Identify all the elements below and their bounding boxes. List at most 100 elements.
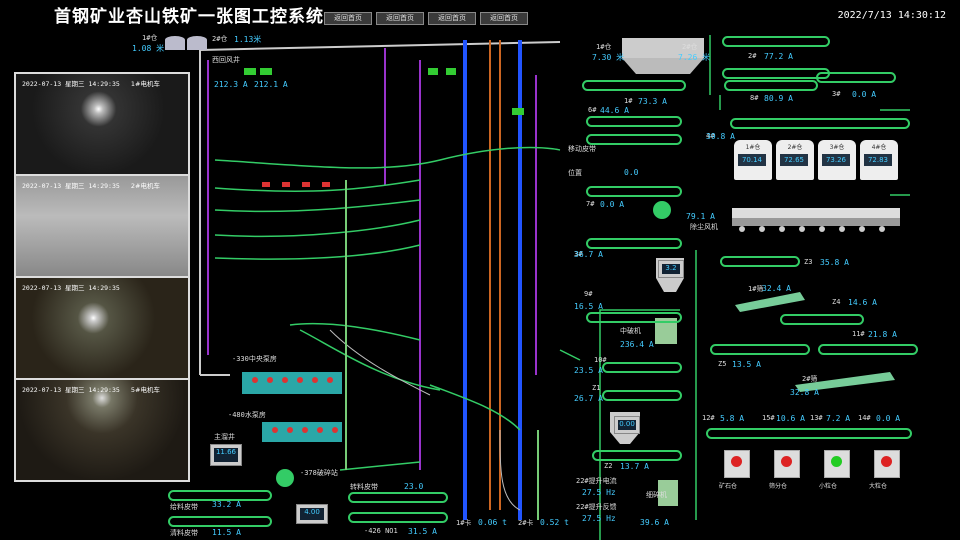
belt-z5[interactable]: [710, 344, 810, 355]
west-fan-label: 西回风井: [212, 56, 240, 64]
storage-silo-3-name: 3#仓: [829, 144, 845, 151]
feeder-belt-2-label: 清料皮带: [170, 529, 198, 537]
level-330-label: -330中央泵房: [232, 355, 277, 363]
feeder-belt-2-current: 11.5 A: [212, 528, 241, 537]
belt-2b[interactable]: [722, 68, 830, 79]
page-title: 首钢矿业杏山铁矿一张图工控系统: [54, 7, 324, 27]
silo-1-label: 1#仓: [596, 43, 612, 51]
product-bin-1-name: 矿石仓: [719, 483, 738, 490]
feeder-belt-1[interactable]: [168, 490, 272, 501]
hoist-1-label: 1#卡: [456, 519, 472, 527]
position-label: 位置: [568, 169, 582, 177]
product-bin-2[interactable]: 筛分仓: [769, 450, 800, 490]
belt-11[interactable]: [818, 344, 918, 355]
product-bin-1[interactable]: 矿石仓: [719, 450, 750, 490]
belt-3[interactable]: [816, 72, 896, 83]
belt-8[interactable]: [724, 80, 818, 91]
move-belt-label: 移动皮带: [568, 145, 596, 153]
dust-fan-label: 除尘风机: [690, 223, 718, 231]
hoist-feedback-label: 22#提升反馈: [576, 503, 617, 511]
belt-6b[interactable]: [586, 134, 682, 145]
fan-current-1: 212.3 A: [214, 80, 248, 89]
storage-silo-2-name: 2#仓: [787, 144, 803, 151]
belt-8-current: 80.9 A: [764, 94, 793, 103]
belt-2-label: 2#: [748, 52, 757, 60]
belt-z1[interactable]: [602, 390, 682, 401]
datetime-display: 2022/7/13 14:30:12: [837, 10, 946, 21]
belt-3-label: 3#: [832, 90, 841, 98]
belt-7[interactable]: [586, 186, 682, 197]
camera-name: 5#电机车: [130, 386, 160, 394]
belt-8-label: 8#: [750, 94, 759, 102]
belt-2-top[interactable]: [722, 36, 830, 47]
hopper-display: 3.2: [658, 260, 684, 278]
bin-status-dot: [731, 456, 742, 467]
storage-silo-3[interactable]: 3#仓 73.26: [818, 140, 856, 180]
belt-4-current: 39.8 A: [706, 132, 735, 141]
main-pass-label: 主溜井: [214, 433, 235, 441]
crusher-station-label: -378破碎站: [300, 469, 338, 477]
camera-feed-4[interactable]: 2022-07-13 星期三 14:29:35 5#电机车: [14, 378, 190, 482]
camera-name: 2#电机车: [130, 182, 160, 190]
belt-4-label: 4#: [706, 132, 715, 140]
camera-feed-3[interactable]: 2022-07-13 星期三 14:29:35: [14, 276, 190, 380]
belt-10-label: 10#: [594, 356, 607, 364]
belt-1-label: 1#: [624, 97, 633, 105]
hoist-feedback-value: 27.5 Hz: [582, 514, 616, 523]
belt-1[interactable]: [582, 80, 686, 91]
product-bin-3[interactable]: 小粒仓: [819, 450, 850, 490]
belt-6[interactable]: [586, 116, 682, 127]
level-426-belt[interactable]: [348, 512, 448, 523]
nav-home-button-1[interactable]: 返回首页: [324, 12, 372, 25]
level-426-label: -426 NO1: [364, 527, 398, 535]
belt-3b-current: 36.7 A: [574, 250, 603, 259]
belt-z5-current: 13.5 A: [732, 360, 761, 369]
belt-11-label: 11#: [852, 330, 865, 338]
camera-feed-1[interactable]: 2022-07-13 星期三 14:29:35 1#电机车: [14, 72, 190, 176]
product-bin-4[interactable]: 大粒仓: [869, 450, 900, 490]
belt-7-label: 7#: [586, 200, 595, 208]
feeder-belt-2[interactable]: [168, 516, 272, 527]
transfer-belt-current: 23.0: [404, 482, 424, 491]
belt-z3-current: 35.8 A: [820, 258, 849, 267]
storage-silo-4[interactable]: 4#仓 72.83: [860, 140, 898, 180]
storage-silo-3-value: 73.26: [822, 154, 850, 166]
product-bin-4-name: 大粒仓: [869, 483, 888, 490]
belt-z3-label: Z3: [804, 258, 813, 266]
main-pass-display: 11.66: [210, 444, 242, 466]
camera-feed-2[interactable]: 2022-07-13 星期三 14:29:35 2#电机车: [14, 174, 190, 278]
storage-silo-2-value: 72.65: [780, 154, 808, 166]
nav-home-button-2[interactable]: 返回首页: [376, 12, 424, 25]
transfer-belt[interactable]: [348, 492, 448, 503]
belt-z4[interactable]: [780, 314, 864, 325]
storage-silo-1-name: 1#仓: [745, 144, 761, 151]
belt-10-current: 23.5 A: [574, 366, 603, 375]
storage-silo-2[interactable]: 2#仓 72.65: [776, 140, 814, 180]
camera-timestamp: 2022-07-13 星期三 14:29:35: [22, 284, 120, 292]
belt-13-current: 7.2 A: [826, 414, 851, 423]
belt-7-current: 0.0 A: [600, 200, 625, 209]
belt-10[interactable]: [602, 362, 682, 373]
belt-distribution[interactable]: [706, 428, 912, 439]
silo2-label: 2#仓: [212, 35, 228, 43]
feeder-belt-1-current: 33.2 A: [212, 500, 241, 509]
belt-3b-label: 3#: [574, 250, 583, 258]
nav-home-button-4[interactable]: 返回首页: [480, 12, 528, 25]
fine-crusher-current: 39.6 A: [640, 518, 669, 527]
belt-z3[interactable]: [720, 256, 800, 267]
belt-9[interactable]: [586, 312, 682, 323]
silo2-level: 1.13米: [234, 35, 262, 44]
belt-4[interactable]: [730, 118, 910, 129]
storage-silo-1[interactable]: 1#仓 70.14: [734, 140, 772, 180]
transfer-belt-label: 转料皮带: [350, 483, 378, 491]
belt-z2[interactable]: [592, 450, 682, 461]
level-426-current: 31.5 A: [408, 527, 437, 536]
camera-timestamp: 2022-07-13 星期三 14:29:35: [22, 386, 120, 394]
weigh-display: 4.00: [296, 504, 328, 524]
bin-value: 0.00: [618, 420, 636, 430]
belt-3b[interactable]: [586, 238, 682, 249]
hopper-value: 3.2: [662, 264, 680, 274]
nav-home-button-3[interactable]: 返回首页: [428, 12, 476, 25]
screen-1-label: 1#筛: [748, 285, 764, 293]
belt-15-label: 15#: [762, 414, 775, 422]
